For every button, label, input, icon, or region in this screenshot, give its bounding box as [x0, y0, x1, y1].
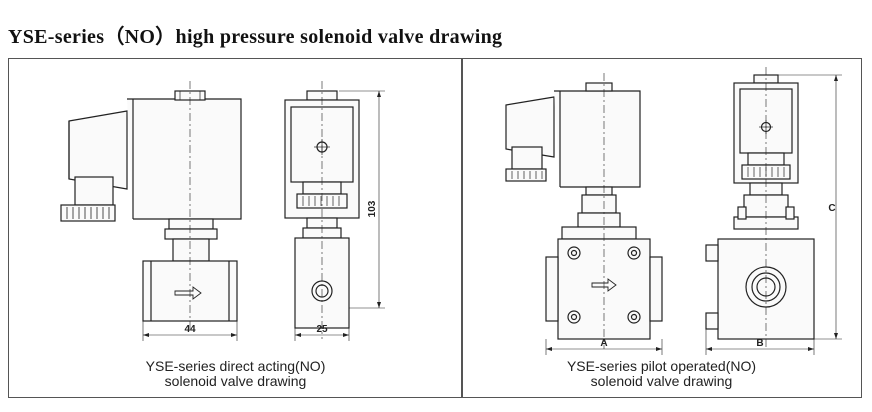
caption-direct-line2: solenoid valve drawing	[164, 373, 307, 389]
drawing-pilot-operated: A	[505, 67, 842, 355]
front-view-direct	[60, 81, 242, 341]
caption-direct-line1: YSE-series direct acting(NO)	[145, 358, 326, 374]
panel-pilot-operated: A	[461, 58, 862, 398]
dim-height: 103	[367, 200, 378, 217]
page-title: YSE-series（NO）high pressure solenoid val…	[8, 26, 503, 48]
caption-pilot-line2: solenoid valve drawing	[590, 373, 733, 389]
dim-width-front: 44	[184, 324, 196, 335]
side-view-pilot	[705, 67, 842, 355]
caption-pilot-line1: YSE-series pilot operated(NO)	[566, 358, 757, 374]
dim-b: B	[756, 338, 763, 349]
front-view-pilot	[505, 73, 663, 355]
dim-width-side: 25	[316, 324, 328, 335]
caption-direct-acting: YSE-series direct acting(NO) solenoid va…	[9, 359, 462, 389]
caption-pilot-operated: YSE-series pilot operated(NO) solenoid v…	[462, 359, 861, 389]
side-view-direct	[284, 81, 385, 341]
panel-direct-acting: 44	[8, 58, 463, 398]
dim-c: C	[828, 203, 835, 214]
drawing-direct-acting: 44	[60, 81, 385, 341]
dim-a: A	[600, 338, 607, 349]
